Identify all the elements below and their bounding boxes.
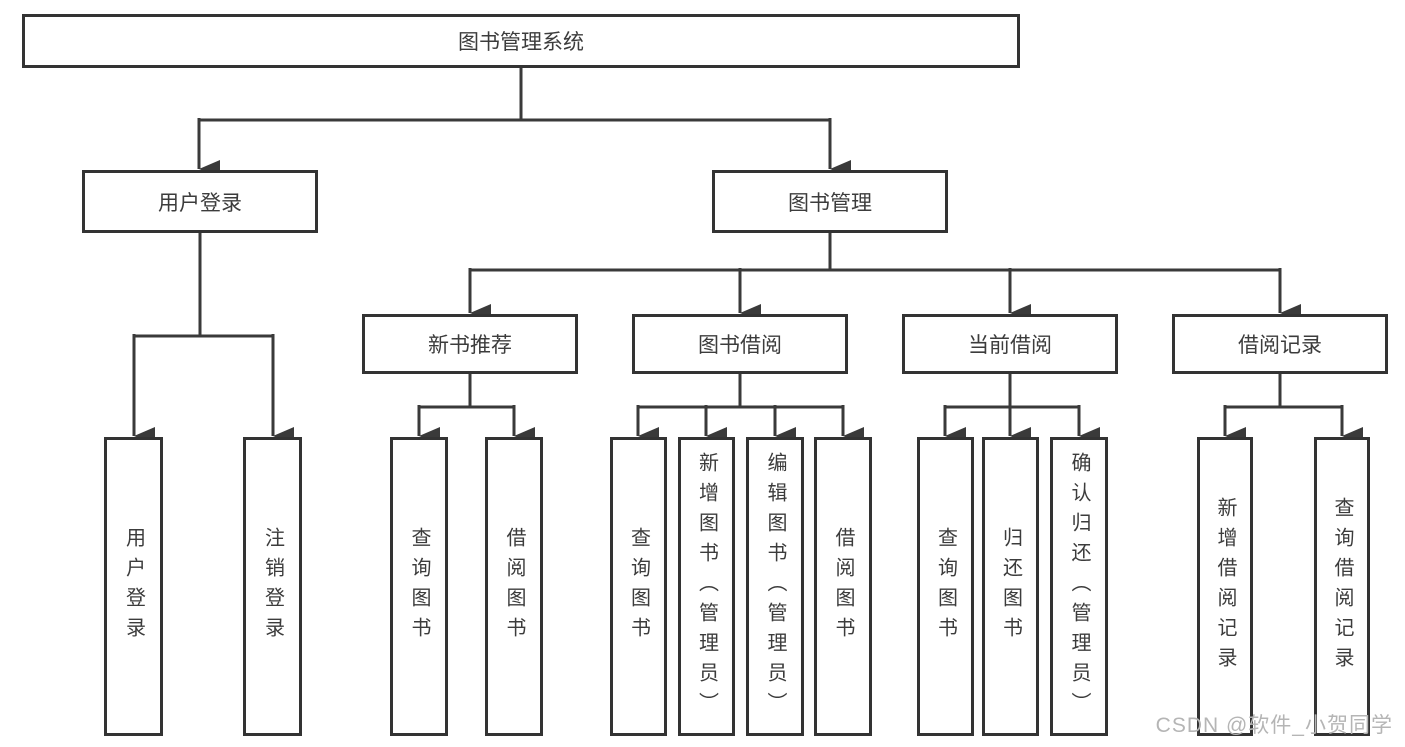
node-new-book-recommend: 新书推荐 [362, 314, 578, 374]
node-book-borrow: 图书借阅 [632, 314, 848, 374]
leaf-borrow-edit-books-admin: 编辑图书（管理员） [746, 437, 804, 736]
node-book-management-system: 图书管理系统 [22, 14, 1020, 68]
node-book-management: 图书管理 [712, 170, 948, 233]
leaf-newbook-borrow-books: 借阅图书 [485, 437, 543, 736]
leaf-current-confirm-return-admin: 确认归还（管理员） [1050, 437, 1108, 736]
leaf-borrow-borrow-books: 借阅图书 [814, 437, 872, 736]
node-user-login: 用户登录 [82, 170, 318, 233]
leaf-borrow-add-books-admin: 新增图书（管理员） [678, 437, 735, 736]
node-current-borrow: 当前借阅 [902, 314, 1118, 374]
leaf-records-query-record: 查询借阅记录 [1314, 437, 1370, 736]
tree-edges [132, 68, 1363, 445]
leaf-borrow-query-books: 查询图书 [610, 437, 667, 736]
leaf-logout: 注销登录 [243, 437, 302, 736]
leaf-records-add-record: 新增借阅记录 [1197, 437, 1253, 736]
leaf-newbook-query-books: 查询图书 [390, 437, 448, 736]
csdn-watermark: CSDN @软件_小贺同学 [1155, 714, 1393, 737]
leaf-current-query-books: 查询图书 [917, 437, 974, 736]
leaf-user-login: 用户登录 [104, 437, 163, 736]
node-borrow-records: 借阅记录 [1172, 314, 1388, 374]
leaf-current-return-books: 归还图书 [982, 437, 1039, 736]
